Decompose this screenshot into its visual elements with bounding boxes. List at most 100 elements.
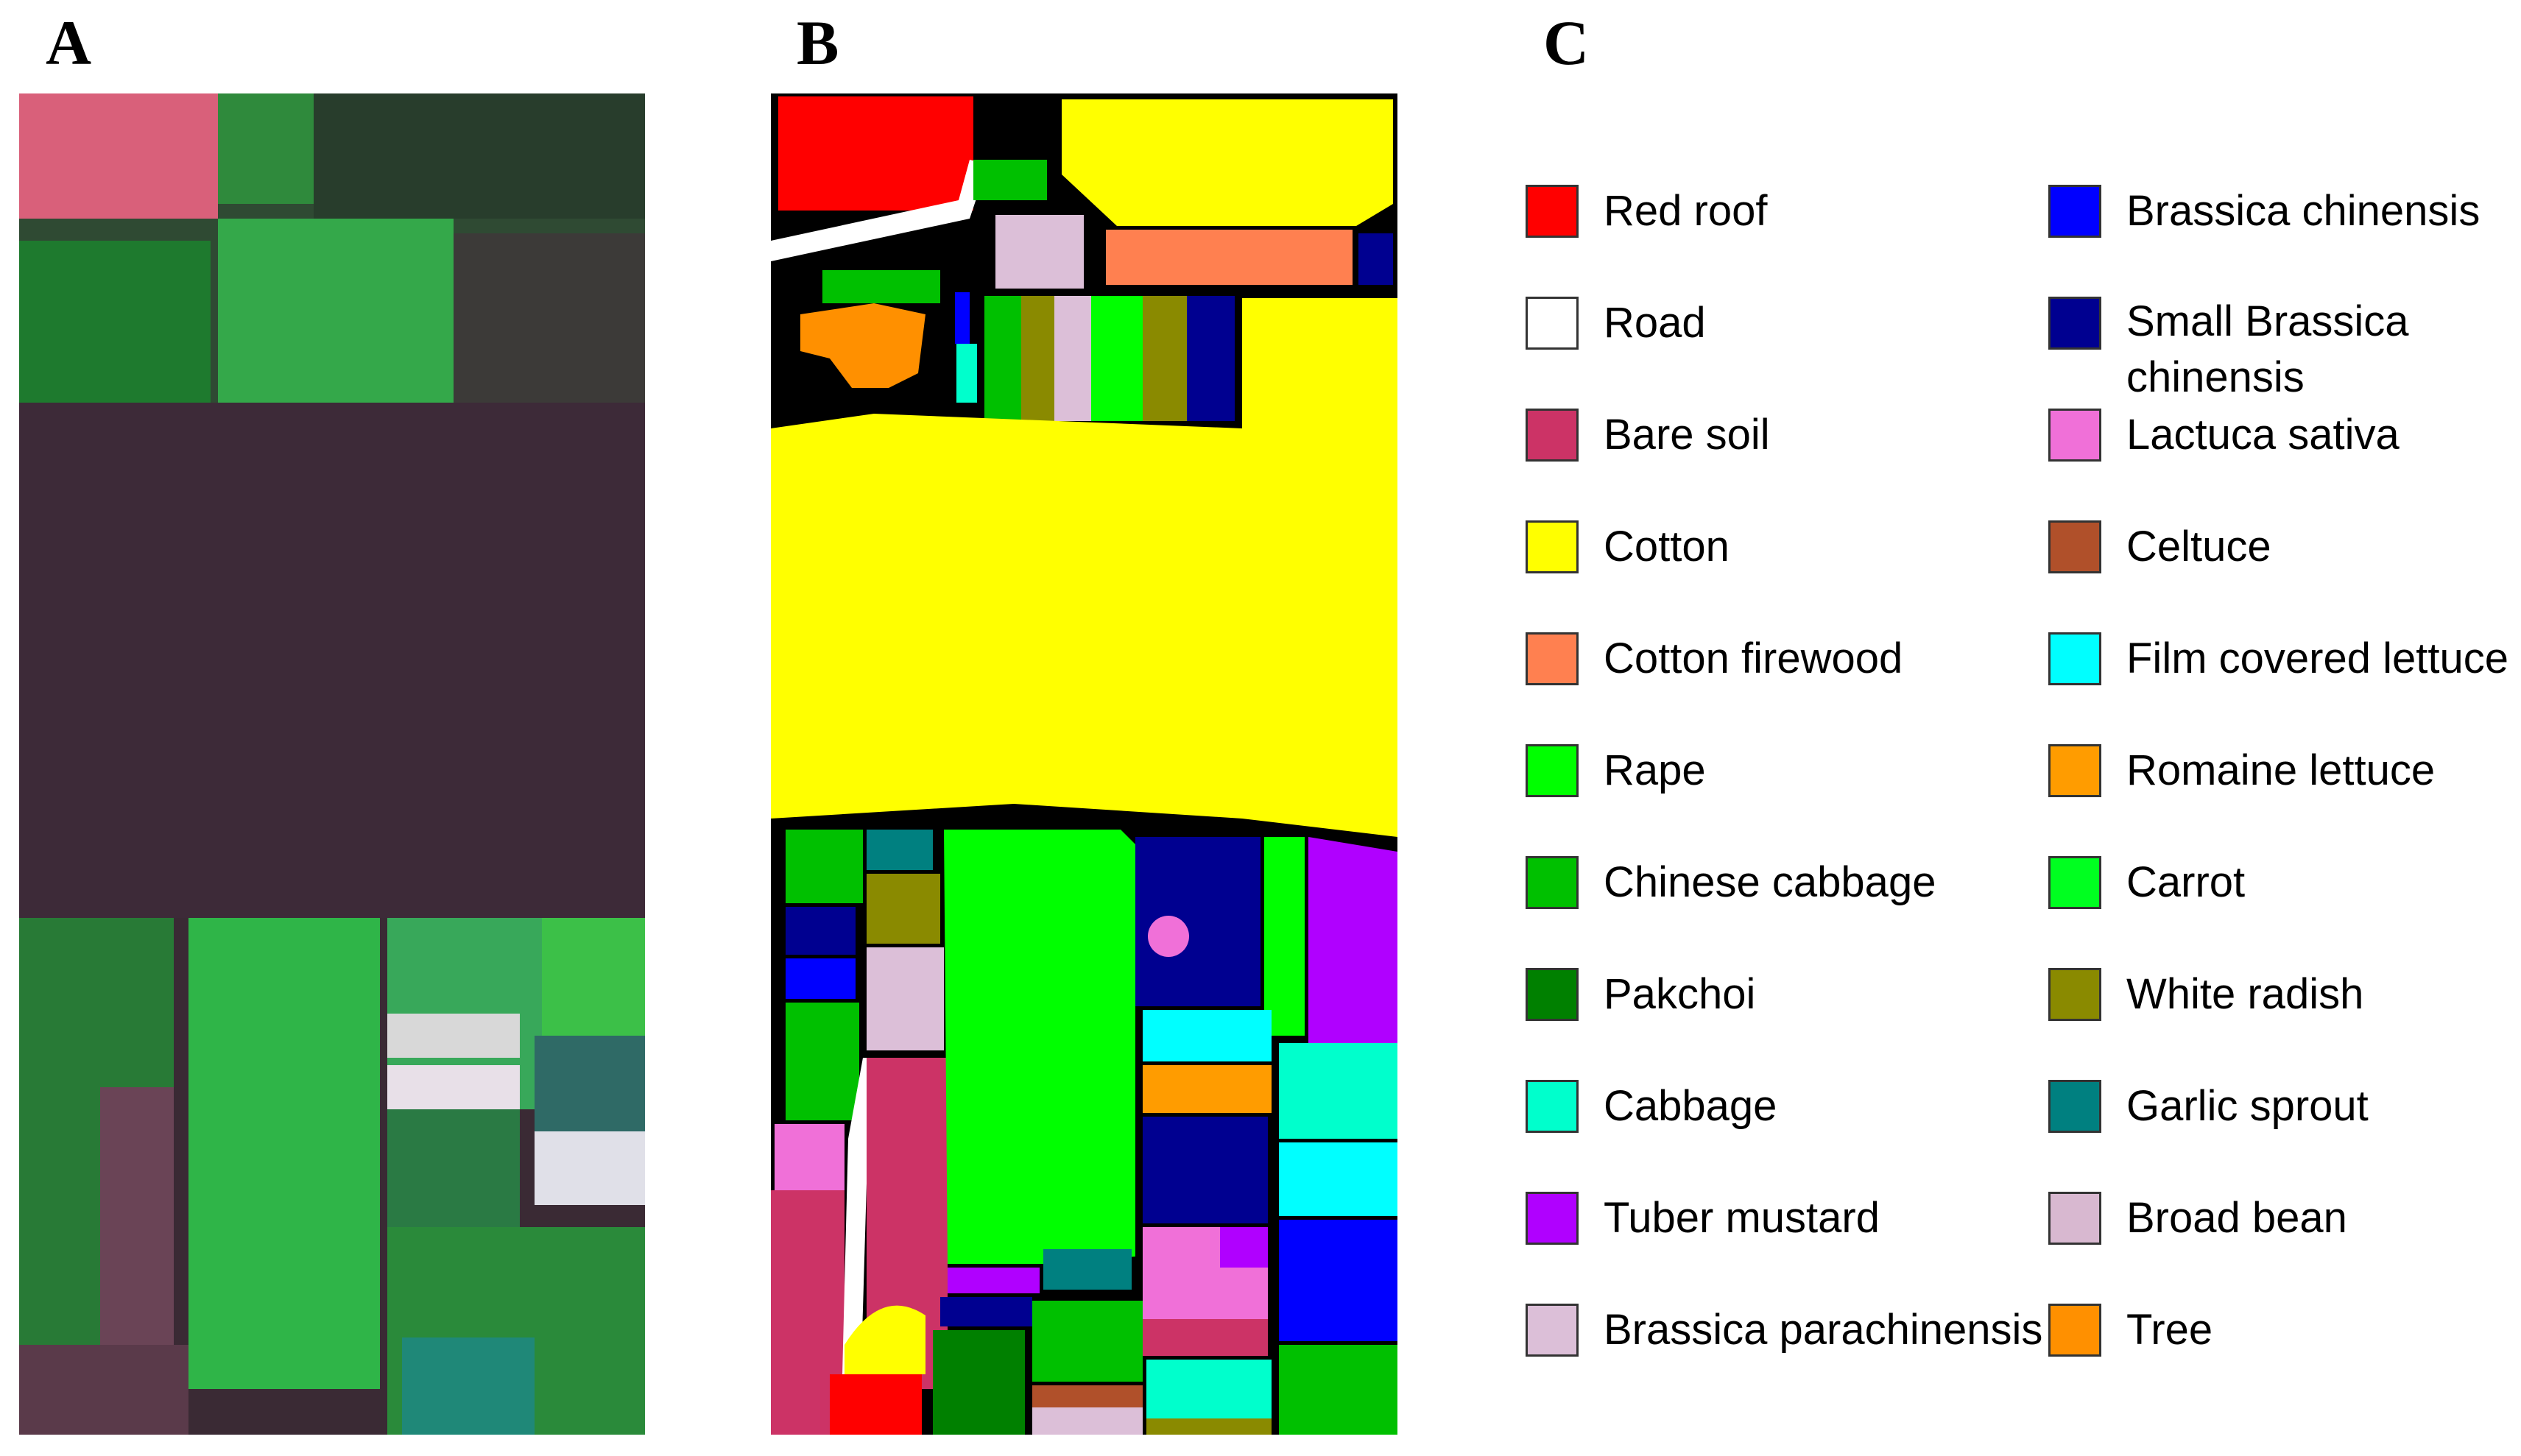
legend-swatch (2048, 409, 2101, 462)
legend-swatch (2048, 1080, 2101, 1133)
region-cotton-firewood (1106, 230, 1353, 285)
legend-item-cabbage: Cabbage (1526, 1077, 1777, 1136)
legend-swatch (1526, 632, 1579, 685)
legend-label: Tuber mustard (1604, 1194, 1880, 1242)
legend-label: Cotton (1604, 523, 1730, 570)
region-film-lettuce-2 (1279, 1142, 1397, 1216)
legend-item-film-covered-lettuce: Film covered lettuce (2048, 629, 2508, 688)
legend-swatch (2048, 297, 2101, 350)
region-lactuca-4 (1143, 1319, 1268, 1356)
legend-label: Red roof (1604, 187, 1768, 235)
region-road-top (771, 160, 984, 261)
legend-item-rape: Rape (1526, 741, 1706, 800)
legend-label: Chinese cabbage (1604, 858, 1936, 906)
legend-label: Small Brassica chinensis (2126, 297, 2409, 401)
region-strip-2 (1021, 296, 1054, 421)
panel-c-label: C (1543, 7, 1590, 78)
legend-swatch (2048, 1192, 2101, 1245)
legend-item-bare-soil: Bare soil (1526, 406, 1770, 464)
legend-item-cotton-firewood: Cotton firewood (1526, 629, 1903, 688)
legend-item-red-roof: Red roof (1526, 182, 1767, 241)
region-garlic-sprout-2 (1043, 1249, 1132, 1290)
legend-item-small-brassica-chinensis: Small Brassica chinensis (2048, 294, 2436, 401)
legend-item-pakchoi: Pakchoi (1526, 965, 1755, 1024)
region-strip-6 (1187, 296, 1235, 421)
aerial-image (19, 93, 645, 1435)
region-chinese-cabbage-2 (786, 1003, 859, 1120)
legend-label: Lactuca sativa (2126, 411, 2400, 459)
region-strip-4 (1091, 296, 1143, 421)
region-film-lettuce-1 (1143, 1010, 1272, 1061)
classification-map (771, 93, 1397, 1435)
legend-label: Garlic sprout (2126, 1082, 2369, 1130)
legend-item-road: Road (1526, 294, 1706, 353)
region-pakchoi (933, 1330, 1025, 1435)
legend-swatch (2048, 520, 2101, 573)
legend-swatch (2048, 1304, 2101, 1357)
region-green-small (973, 160, 1047, 200)
legend-label: Tree (2126, 1306, 2213, 1354)
legend-swatch (2048, 632, 2101, 685)
region-small-brassica-3 (1143, 1117, 1268, 1223)
legend-item-white-radish: White radish (2048, 965, 2363, 1024)
legend-label: Pakchoi (1604, 970, 1756, 1018)
region-rape-main (944, 830, 1135, 1264)
legend-label: Brassica parachinensis (1604, 1306, 2043, 1354)
legend-item-chinese-cabbage: Chinese cabbage (1526, 853, 1936, 912)
region-small-brassica-top (1358, 233, 1393, 285)
legend-swatch (1526, 1304, 1579, 1357)
region-chinese-cabbage-4 (1279, 1345, 1397, 1435)
region-chinese-cabbage-3 (1032, 1301, 1143, 1382)
legend-swatch (1526, 968, 1579, 1021)
region-white-radish-2 (1146, 1418, 1272, 1435)
legend-label: Cabbage (1604, 1082, 1777, 1130)
legend-item-celtuce: Celtuce (2048, 517, 2271, 576)
legend-item-lactuca-sativa: Lactuca sativa (2048, 406, 2400, 464)
legend-swatch (2048, 968, 2101, 1021)
legend-label: Carrot (2126, 858, 2246, 906)
region-brassica-chinensis-small (955, 292, 970, 344)
region-tuber-mustard-3 (948, 1268, 1040, 1293)
legend-swatch (1526, 744, 1579, 797)
legend-item-brassica-chinensis: Brassica chinensis (2048, 182, 2480, 241)
legend-swatch (1526, 1192, 1579, 1245)
legend-item-romaine-lettuce: Romaine lettuce (2048, 741, 2435, 800)
region-strip-3 (1054, 296, 1091, 421)
region-tree (800, 303, 925, 388)
region-brassica-chinensis-1 (786, 958, 856, 999)
legend-item-carrot: Carrot (2048, 853, 2245, 912)
legend-swatch (1526, 856, 1579, 909)
legend-item-garlic-sprout: Garlic sprout (2048, 1077, 2369, 1136)
legend-swatch (2048, 744, 2101, 797)
region-broad-bean-2 (867, 947, 944, 1050)
region-brassica-chinensis-2 (1279, 1220, 1397, 1341)
legend-swatch (1526, 520, 1579, 573)
panel-b-label: B (797, 7, 839, 78)
legend-label: Road (1604, 299, 1706, 347)
region-strip-5 (1143, 296, 1187, 421)
region-tuber-mustard-2 (1220, 1227, 1268, 1268)
region-chinese-cabbage-1 (786, 830, 863, 903)
region-small-brassica-1 (786, 907, 856, 955)
legend-item-tree: Tree (2048, 1301, 2213, 1360)
region-broad-bean-3 (1032, 1407, 1143, 1435)
legend-swatch (2048, 856, 2101, 909)
region-strip-1 (984, 296, 1021, 421)
legend-swatch (2048, 185, 2101, 238)
region-red-roof (778, 96, 973, 211)
legend-label: Celtuce (2126, 523, 2271, 570)
region-rape-2 (1264, 837, 1305, 1036)
region-garlic-sprout-1 (867, 830, 933, 870)
region-cotton-main (771, 298, 1397, 837)
legend-item-brassica-parachinensis: Brassica parachinensis (1526, 1301, 2042, 1360)
legend-swatch (1526, 185, 1579, 238)
legend-swatch (1526, 1080, 1579, 1133)
legend-label: Romaine lettuce (2126, 746, 2436, 794)
legend-item-cotton: Cotton (1526, 517, 1730, 576)
legend-label: White radish (2126, 970, 2364, 1018)
region-chinese-cabbage-top (822, 270, 940, 303)
legend-item-broad-bean: Broad bean (2048, 1189, 2347, 1248)
legend-label: Rape (1604, 746, 1706, 794)
region-cabbage-1 (1279, 1043, 1397, 1139)
region-small-brassica-4 (940, 1297, 1032, 1326)
